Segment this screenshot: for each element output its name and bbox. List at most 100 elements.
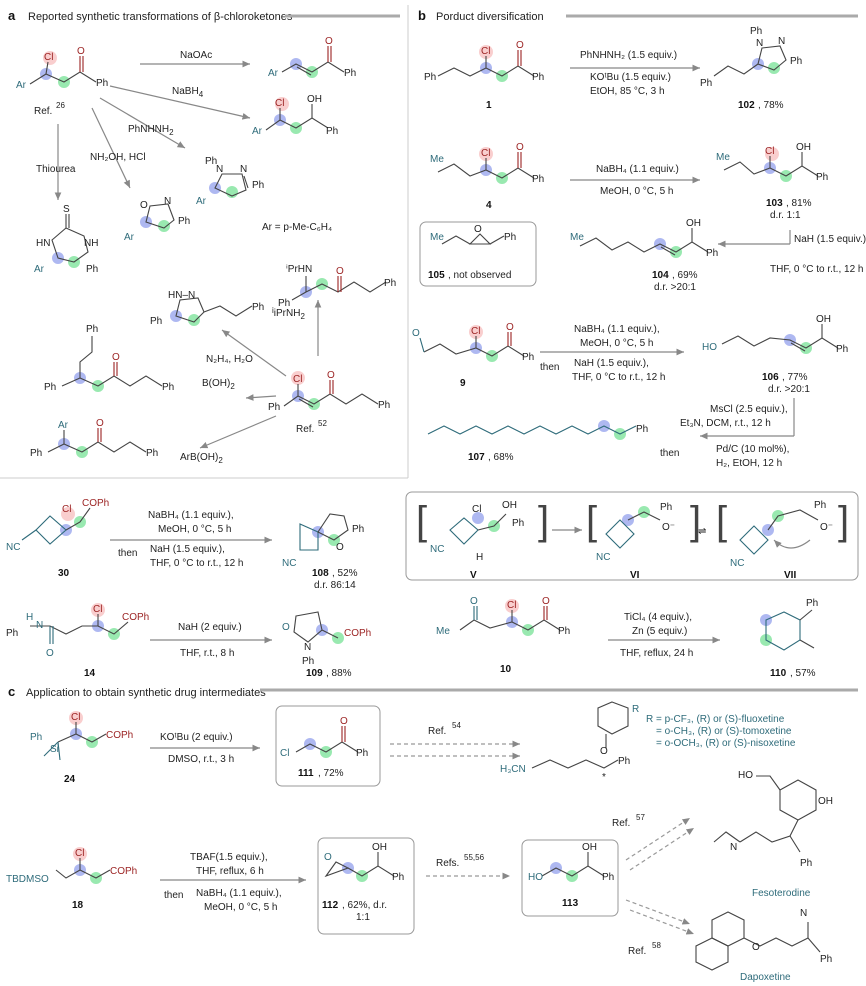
svg-text:Refs.: Refs.: [436, 858, 459, 869]
svg-text:Zn (5 equiv.): Zn (5 equiv.): [632, 626, 687, 637]
svg-text:Ph: Ph: [558, 626, 570, 637]
reagent-nabh4: NaBH4: [172, 86, 204, 99]
svg-text:Ph: Ph: [814, 500, 826, 511]
ar-definition: Ar = p-Me-C₆H₄: [262, 222, 332, 233]
svg-text:Ph: Ph: [522, 352, 534, 363]
svg-text:VI: VI: [630, 570, 640, 581]
reagent-hydrazine: N₂H₄, H₂O: [206, 354, 253, 365]
dapoxetine-structure: O NPh Dapoxetine: [695, 908, 832, 983]
ref-26: Ref.: [34, 106, 52, 117]
svg-text:H₃CN: H₃CN: [500, 764, 526, 775]
svg-text:COPh: COPh: [122, 612, 149, 623]
svg-text:COPh: COPh: [106, 730, 133, 741]
svg-text:O: O: [282, 622, 290, 633]
svg-text:Ph: Ph: [806, 598, 818, 609]
compound-107: Ph 107 , 68%: [427, 420, 648, 463]
svg-text:110: 110: [770, 668, 787, 679]
svg-text:Ph: Ph: [836, 344, 848, 355]
svg-text:O: O: [516, 40, 524, 51]
svg-text:Cl: Cl: [293, 374, 302, 385]
svg-text:105: 105: [428, 270, 445, 281]
svg-text:55,56: 55,56: [464, 853, 485, 862]
svg-text:TiCl₄ (4 equiv.),: TiCl₄ (4 equiv.),: [624, 612, 692, 623]
svg-text:Ph: Ph: [252, 302, 264, 313]
ref-52: Ref.: [296, 424, 314, 435]
svg-text:N: N: [164, 196, 171, 207]
svg-text:18: 18: [72, 900, 84, 911]
svg-text:1:1: 1:1: [356, 912, 370, 923]
panel-a: a Reported synthetic transformations of …: [0, 5, 409, 479]
svg-text:Cl: Cl: [280, 748, 289, 759]
svg-text:Me: Me: [570, 232, 584, 243]
svg-text:O: O: [140, 200, 148, 211]
svg-text:Cl: Cl: [481, 148, 490, 159]
svg-text:Cl: Cl: [62, 504, 71, 515]
svg-text:Ph: Ph: [178, 216, 190, 227]
svg-text:O: O: [327, 370, 335, 381]
svg-text:24: 24: [64, 774, 76, 785]
svg-text:Ph: Ph: [750, 26, 762, 37]
svg-text:]: ]: [538, 499, 549, 543]
svg-text:NaH (1.5 equiv.),: NaH (1.5 equiv.),: [574, 358, 649, 369]
svg-text:O: O: [752, 942, 760, 953]
panel-b-letter: b: [418, 8, 426, 23]
svg-text:Ph: Ph: [96, 78, 108, 89]
svg-text:Ph: Ph: [344, 68, 356, 79]
svg-text:H₂, EtOH, 12 h: H₂, EtOH, 12 h: [716, 458, 782, 469]
panel-a-letter: a: [8, 8, 16, 23]
svg-text:O: O: [470, 596, 478, 607]
svg-text:O: O: [325, 36, 333, 47]
svg-text:Ph: Ph: [86, 264, 98, 275]
svg-text:THF, reflux, 24 h: THF, reflux, 24 h: [620, 648, 693, 659]
svg-text:TBAF(1.5 equiv.),: TBAF(1.5 equiv.),: [190, 852, 268, 863]
svg-text:Ph: Ph: [800, 858, 812, 869]
svg-text:*: *: [602, 772, 606, 783]
svg-text:then: then: [540, 362, 559, 373]
svg-text:N: N: [730, 842, 737, 853]
svg-text:R: R: [632, 704, 639, 715]
svg-text:, 72%: , 72%: [318, 768, 344, 779]
svg-text:Ph: Ph: [44, 382, 56, 393]
intermediate-vii: [ PhO⁻ NC ] VII: [716, 499, 849, 581]
svg-text:, 68%: , 68%: [488, 452, 514, 463]
svg-text:106: 106: [762, 372, 779, 383]
svg-text:N: N: [304, 642, 311, 653]
svg-text:, 77%: , 77%: [782, 372, 808, 383]
svg-text:O: O: [46, 648, 54, 659]
svg-text:[: [: [716, 499, 727, 543]
svg-text:Ph: Ph: [820, 954, 832, 965]
svg-text:O: O: [542, 596, 550, 607]
svg-text:Ph: Ph: [378, 400, 390, 411]
svg-text:112: 112: [322, 900, 339, 911]
svg-text:d.r. 1:1: d.r. 1:1: [770, 210, 801, 221]
svg-text:Ph: Ph: [636, 424, 648, 435]
svg-text:MeOH, 0 °C, 5 h: MeOH, 0 °C, 5 h: [600, 186, 673, 197]
svg-text:Ph: Ph: [6, 628, 18, 639]
svg-text:, 78%: , 78%: [758, 100, 784, 111]
svg-text:1: 1: [486, 100, 492, 111]
svg-text:Ph: Ph: [146, 448, 158, 459]
svg-text:O: O: [412, 328, 420, 339]
svg-text:Ar: Ar: [34, 264, 45, 275]
svg-text:O: O: [324, 852, 332, 863]
svg-text:Ph: Ph: [252, 180, 264, 191]
svg-text:N: N: [756, 38, 763, 49]
svg-text:Ph: Ph: [384, 278, 396, 289]
svg-text:NC: NC: [282, 558, 296, 569]
svg-text:Ph: Ph: [660, 502, 672, 513]
drug-fesoterodine: Fesoterodine: [752, 888, 811, 899]
svg-text:113: 113: [562, 898, 579, 909]
panel-c-letter: c: [8, 684, 15, 699]
svg-text:Ph: Ph: [392, 872, 404, 883]
